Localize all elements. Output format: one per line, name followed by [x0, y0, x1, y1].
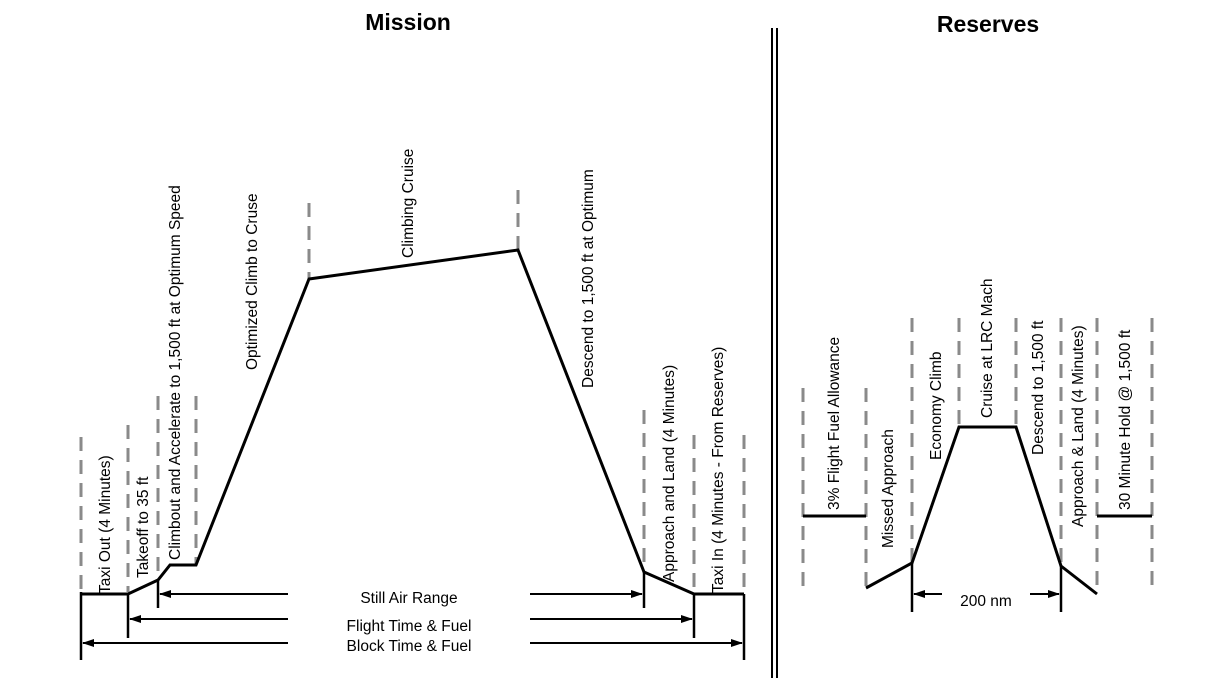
section-divider	[771, 28, 778, 678]
mission-title: Mission	[365, 9, 451, 35]
block-time-fuel-label: Block Time & Fuel	[347, 638, 472, 655]
flight-time-fuel-label: Flight Time & Fuel	[347, 618, 472, 635]
taxi-in-label: Taxi In (4 Minutes - From Reserves)	[710, 347, 727, 593]
cruise-lrc-label: Cruise at LRC Mach	[979, 278, 996, 418]
descend-1500-label: Descend to 1,500 ft	[1030, 320, 1047, 455]
approach-land-label: Approach and Land (4 Minutes)	[661, 365, 678, 582]
takeoff-label: Takeoff to 35 ft	[135, 476, 152, 578]
mission-span-ticks	[79, 572, 746, 660]
missed-approach-label: Missed Approach	[880, 429, 897, 548]
mission-flight-profile	[81, 248, 744, 596]
flight-fuel-allowance-label: 3% Flight Fuel Allowance	[826, 337, 843, 510]
optimized-climb-label: Optimized Climb to Cruse	[244, 193, 261, 370]
reserves-profile	[803, 425, 1152, 596]
reserves-phase-guides	[801, 318, 1154, 594]
mission-phase-guides	[79, 190, 746, 594]
hold-label: 30 Minute Hold @ 1,500 ft	[1117, 329, 1134, 510]
distance-label: 200 nm	[960, 593, 1012, 610]
taxi-out-label: Taxi Out (4 Minutes)	[97, 455, 114, 594]
climbing-cruise-label: Climbing Cruise	[400, 149, 417, 258]
approach-and-land-label: Approach & Land (4 Minutes)	[1070, 325, 1087, 527]
climbout-label: Climbout and Accelerate to 1,500 ft at O…	[167, 185, 184, 560]
economy-climb-label: Economy Climb	[928, 351, 945, 460]
reserves-title: Reserves	[937, 11, 1039, 37]
reserves-span-ticks	[910, 563, 1063, 612]
descend-label: Descend to 1,500 ft at Optimum	[580, 169, 597, 388]
still-air-range-label: Still Air Range	[360, 590, 457, 607]
